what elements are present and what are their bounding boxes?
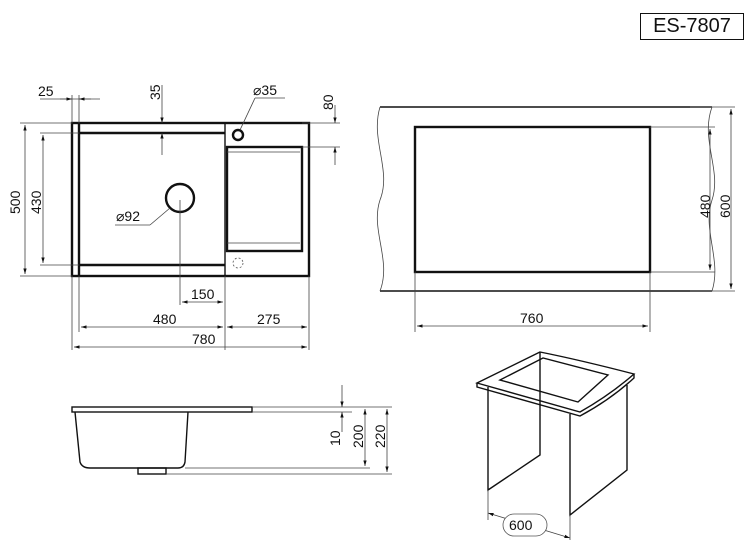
dim-35: 35 [147, 84, 163, 100]
dim-480: 480 [153, 311, 177, 327]
dim-275: 275 [257, 311, 281, 327]
dim-dia35: ⌀35 [253, 82, 277, 98]
cutout-view: 480 600 760 [376, 106, 735, 332]
dim-430: 430 [28, 190, 44, 214]
dim-cutout-760: 760 [520, 310, 544, 326]
sink-opening [498, 357, 610, 403]
dim-220: 220 [372, 424, 388, 448]
cutout-rect [413, 125, 652, 274]
dim-dia92: ⌀92 [116, 208, 140, 224]
cabinet-view: 600 [475, 351, 636, 540]
dim-780: 780 [192, 331, 216, 347]
tap-hole [231, 128, 245, 142]
model-title: ES-7807 [640, 13, 744, 40]
dim-200: 200 [350, 424, 366, 448]
sink-bowl [74, 411, 189, 469]
dim-80: 80 [320, 94, 336, 110]
overflow-hole [232, 257, 244, 269]
dim-cutout-600: 600 [717, 194, 733, 218]
drain-outlet [137, 467, 167, 475]
sink-flange [71, 406, 253, 413]
cabinet-left-panel [487, 387, 541, 492]
sink-outline [70, 121, 311, 278]
side-view: 10 200 220 [71, 385, 392, 475]
drainer-area [225, 145, 304, 253]
dim-cabinet-600: 600 [509, 517, 533, 533]
top-view: 25 35 ⌀35 80 500 430 ⌀92 150 480 275 780 [7, 82, 340, 350]
cabinet-top [475, 351, 636, 413]
dim-10: 10 [327, 430, 343, 446]
dim-cutout-480: 480 [697, 194, 713, 218]
dim-500: 500 [7, 190, 23, 214]
dim-150: 150 [191, 286, 215, 302]
dim-25: 25 [38, 83, 54, 99]
cabinet-right-panel [569, 385, 628, 517]
